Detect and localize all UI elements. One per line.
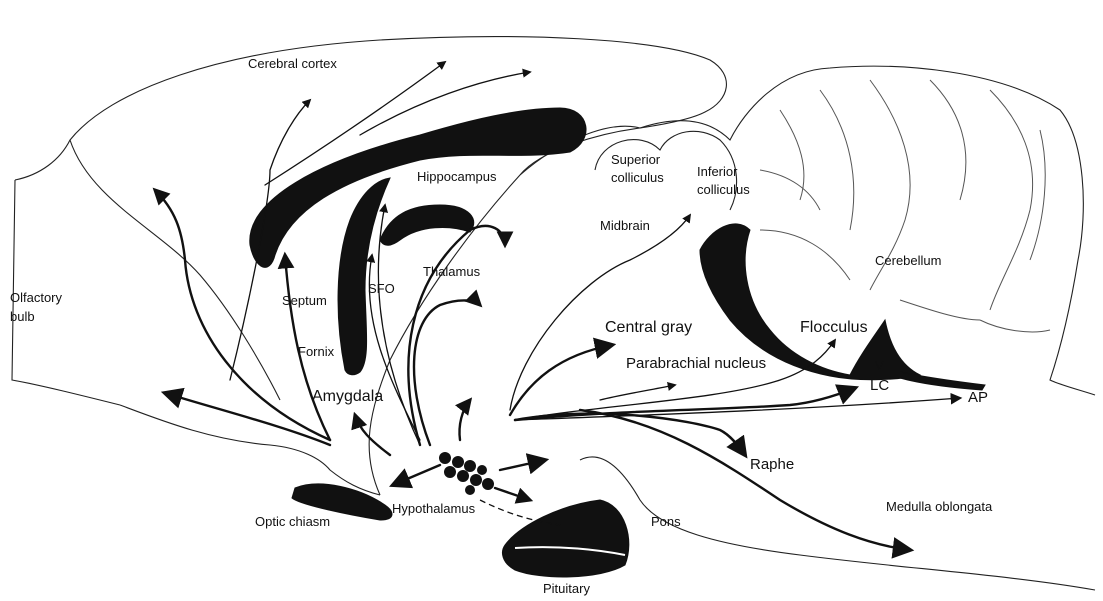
colliculi-outline <box>594 130 738 211</box>
fornix-structure <box>337 177 391 376</box>
label-hippocampus: Hippocampus <box>417 169 497 184</box>
label-parabrachial-nucleus: Parabrachial nucleus <box>626 355 766 372</box>
brainstem-dorsal-outline <box>519 65 1096 396</box>
olfactory-bulb-outline <box>11 179 121 406</box>
cerebellum-folia <box>759 79 1051 333</box>
pituitary-structure <box>502 499 630 578</box>
hypothalamus-boundary <box>368 174 521 496</box>
label-ap: AP <box>968 389 988 406</box>
label-pons: Pons <box>651 514 681 529</box>
label-thalamus: Thalamus <box>423 264 481 279</box>
projection-arrows <box>152 60 963 559</box>
optic-chiasm-structure <box>291 483 393 521</box>
label-inferior-colliculus-line2: colliculus <box>697 182 750 197</box>
label-superior-colliculus-line1: Superior <box>611 152 661 167</box>
corpus-callosum <box>249 107 587 268</box>
pituitary-cleft <box>514 546 626 556</box>
label-sfo: SFO <box>368 281 395 296</box>
label-cerebellum: Cerebellum <box>875 253 941 268</box>
hippocampus-structure <box>379 204 475 246</box>
ventral-outline <box>119 404 381 496</box>
label-olfactory-bulb-line1: Olfactory <box>10 290 63 305</box>
label-amygdala: Amygdala <box>312 388 383 405</box>
label-septum: Septum <box>282 293 327 308</box>
hypothalamus-nucleus-cluster <box>439 452 494 495</box>
fourth-ventricle-structure <box>899 371 986 391</box>
label-pituitary: Pituitary <box>543 581 590 596</box>
label-superior-colliculus-line2: colliculus <box>611 170 664 185</box>
label-fornix: Fornix <box>298 344 335 359</box>
label-flocculus: Flocculus <box>800 319 868 336</box>
label-medulla-oblongata: Medulla oblongata <box>886 499 993 514</box>
cortex-inner-outline <box>69 139 281 401</box>
cerebellar-peduncle-structure <box>699 223 922 381</box>
brainstem-ventral-outline <box>579 456 1096 591</box>
label-lc: LC <box>870 377 889 394</box>
label-hypothalamus: Hypothalamus <box>392 501 476 516</box>
label-optic-chiasm: Optic chiasm <box>255 514 330 529</box>
label-raphe: Raphe <box>750 456 794 473</box>
label-olfactory-bulb-line2: bulb <box>10 309 35 324</box>
label-v: V <box>875 358 884 373</box>
label-cerebral-cortex: Cerebral cortex <box>248 56 337 71</box>
label-central-gray: Central gray <box>605 319 692 336</box>
label-inferior-colliculus-line1: Inferior <box>697 164 738 179</box>
label-midbrain: Midbrain <box>600 218 650 233</box>
